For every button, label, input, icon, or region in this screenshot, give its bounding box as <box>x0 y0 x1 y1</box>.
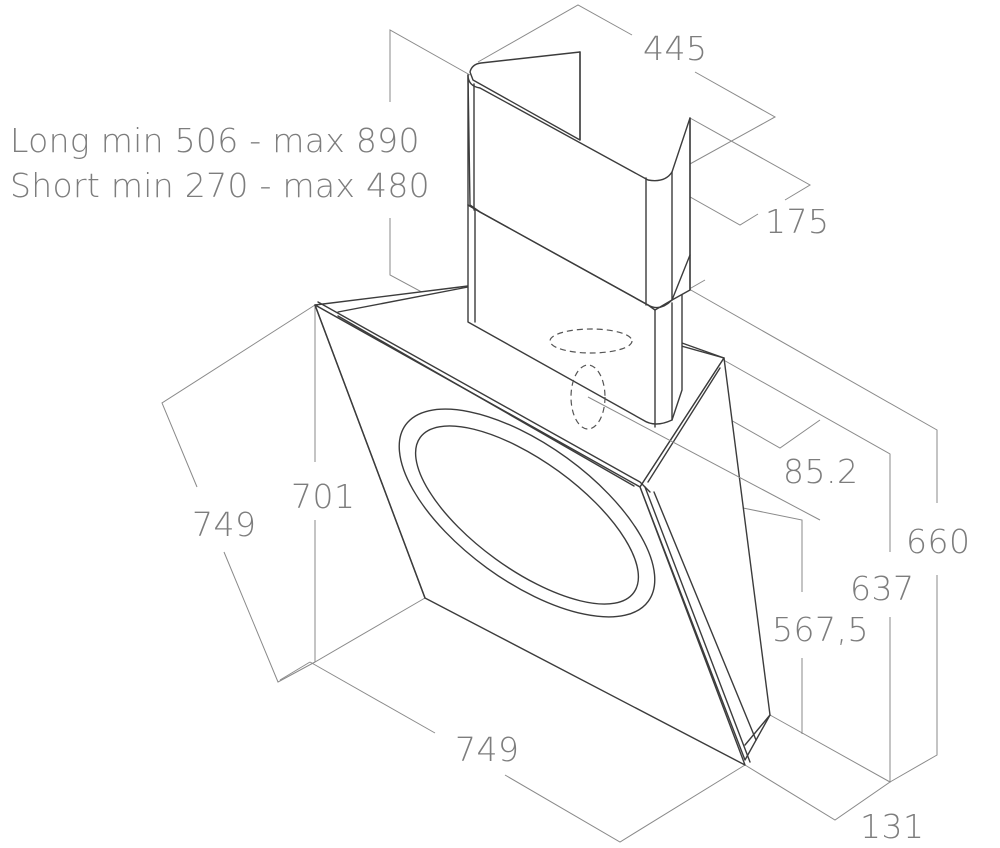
dim-chimney-width: 445 <box>643 29 708 68</box>
filter-ring <box>398 408 656 618</box>
duct-outlets <box>549 328 821 521</box>
rear-outlet-dashed <box>570 364 606 430</box>
dim-panel-depth: 567,5 <box>772 610 869 649</box>
dim-bottom-depth: 131 <box>860 807 925 846</box>
long-chimney-note: Long min 506 - max 890 <box>10 121 420 160</box>
dim-bottom-width: 749 <box>455 730 520 769</box>
dim-front-height: 701 <box>291 477 356 516</box>
dim-chimney-depth: 175 <box>765 202 830 241</box>
chimney <box>467 51 691 428</box>
dim-body-depth: 637 <box>850 569 915 608</box>
short-chimney-note: Short min 270 - max 480 <box>10 166 430 205</box>
dim-side-diagonal: 749 <box>192 505 257 544</box>
dim-total-depth: 660 <box>906 522 971 561</box>
top-outlet-dashed <box>549 328 633 354</box>
dim-duct-offset: 85.2 <box>783 452 859 491</box>
